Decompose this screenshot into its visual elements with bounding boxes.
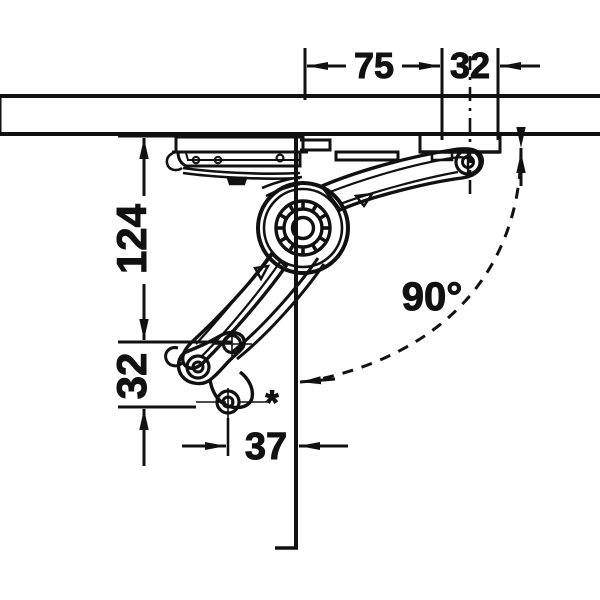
dimension-75-label: 75 bbox=[354, 45, 394, 86]
dimension-37 bbox=[182, 418, 348, 456]
mounting-plate bbox=[165, 135, 400, 186]
lever-arm-upper bbox=[319, 147, 484, 213]
angle-90-label: 90° bbox=[402, 275, 463, 319]
dimension-75 bbox=[303, 48, 444, 140]
upper-left-link bbox=[261, 175, 303, 198]
dimension-37-label: 37 bbox=[245, 426, 287, 468]
cabinet-top-panel bbox=[0, 94, 600, 136]
flap-bracket bbox=[164, 330, 268, 418]
hub-splines bbox=[276, 201, 330, 255]
swing-arc bbox=[310, 126, 526, 383]
dimension-124 bbox=[118, 134, 232, 344]
footnote-asterisk: * bbox=[265, 384, 279, 422]
dimension-32-top-label: 32 bbox=[450, 45, 490, 86]
dimension-124-label: 124 bbox=[108, 203, 155, 274]
dimension-32-left bbox=[118, 405, 196, 466]
lever-arm-lower bbox=[180, 251, 326, 370]
pivot-hub bbox=[256, 181, 350, 275]
dimension-32-top bbox=[468, 48, 540, 200]
dimension-32-left-label: 32 bbox=[108, 353, 155, 400]
swing-arc-arrow-left bbox=[299, 376, 336, 385]
